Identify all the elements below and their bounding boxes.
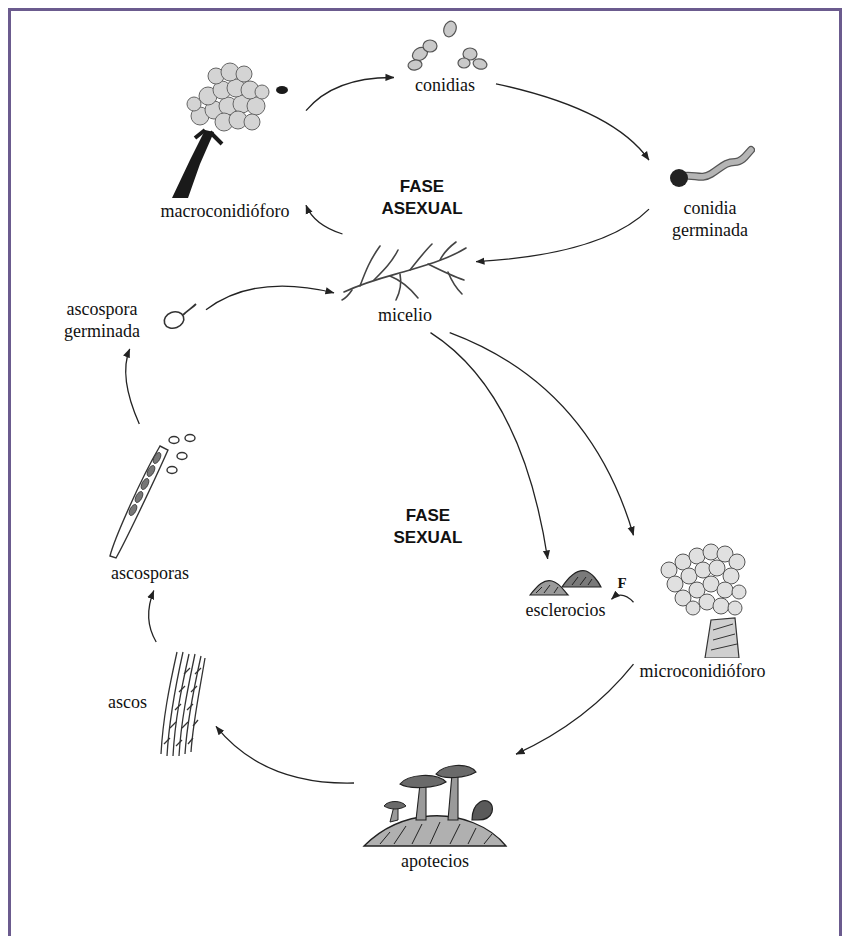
cycle-arrow [206, 286, 334, 310]
life-stage: apotecios [354, 754, 516, 879]
cycle-arrow [476, 209, 649, 262]
cycle-arrow [450, 333, 634, 536]
asci-illustration [155, 648, 210, 758]
stage-name: apotecios [401, 851, 469, 873]
life-stage: conidia germinada [649, 134, 771, 247]
life-stage: esclerocios [520, 559, 612, 628]
stage-name: conidias [415, 75, 475, 97]
mycelium-illustration [340, 240, 470, 302]
cycle-arrow [431, 333, 548, 559]
cycle-arrow [306, 205, 343, 234]
stage-name: conidia germinada [655, 198, 765, 241]
conidia-illustration [400, 20, 490, 72]
cycle-arrow [149, 591, 157, 642]
macroconidiophore-illustration [150, 60, 300, 198]
germinated-conidium-illustration [665, 140, 755, 195]
stage-name: esclerocios [526, 600, 606, 622]
life-stage: conidias [394, 14, 496, 103]
stage-name: micelio [378, 305, 432, 327]
stage-name: ascospora germinada [52, 299, 152, 342]
ascospores-illustration [100, 430, 200, 560]
life-stage: ascosporas [94, 424, 206, 591]
phase-label: FASE ASEXUAL [372, 176, 472, 220]
life-stage: micelio [334, 234, 476, 333]
microconidiophore-illustration [655, 540, 750, 658]
cycle-arrow [306, 77, 394, 110]
cycle-arrow [612, 595, 634, 602]
stage-name: ascos [108, 692, 147, 714]
cycle-arrow [126, 349, 140, 424]
life-stage: macroconidióforo [144, 54, 306, 229]
cycle-arrow [516, 664, 634, 754]
phase-label: FASE SEXUAL [378, 505, 478, 549]
sclerotia-illustration [528, 565, 603, 597]
germinated-ascospore-illustration [160, 298, 200, 343]
cycle-arrow [216, 726, 354, 783]
stage-name: microconidióforo [640, 661, 766, 683]
stage-name: ascosporas [111, 563, 189, 585]
cycle-arrow [496, 84, 649, 160]
edge-label: F [615, 575, 628, 592]
life-stage: microconidióforo [634, 534, 772, 689]
stage-name: macroconidióforo [161, 201, 290, 223]
life-stage: ascos [102, 642, 216, 764]
apothecia-illustration [360, 760, 510, 848]
life-stage: ascospora germinada [46, 292, 206, 349]
